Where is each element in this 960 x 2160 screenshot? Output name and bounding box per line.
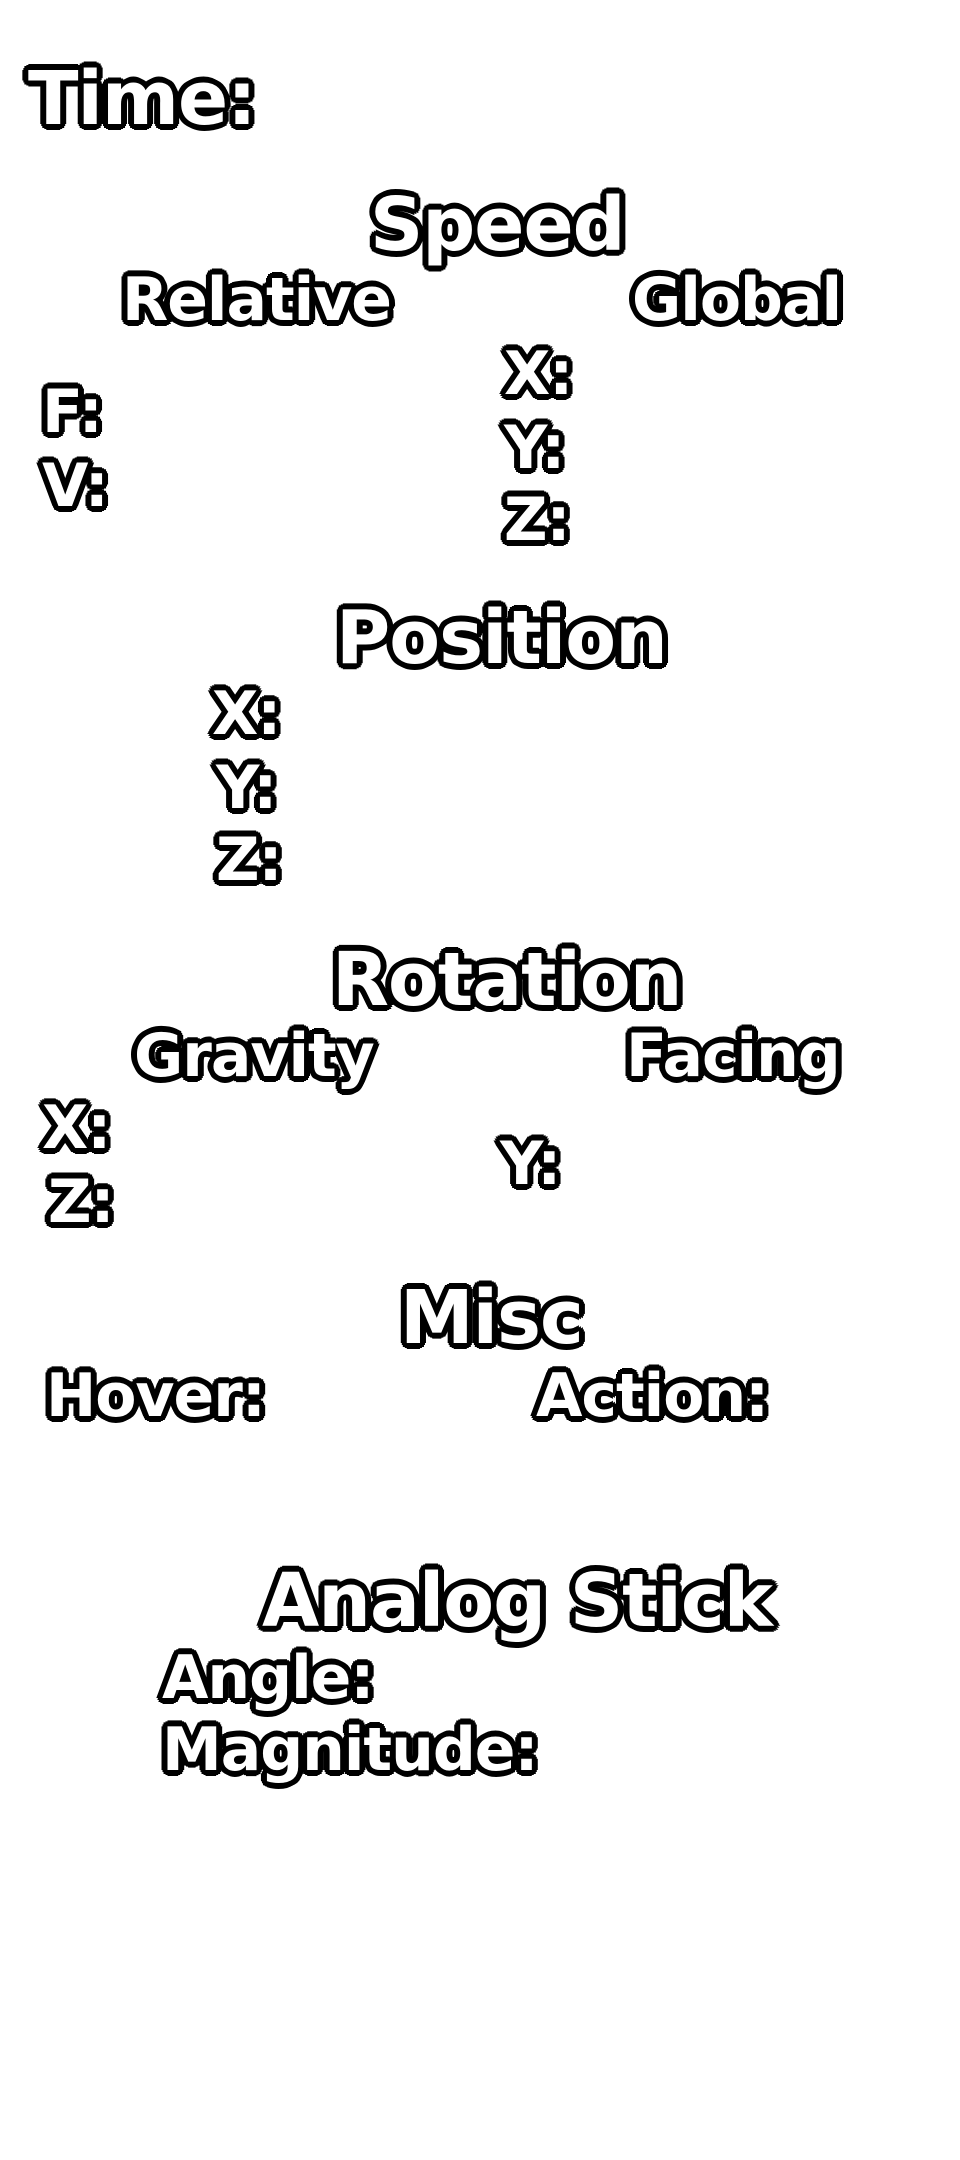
time-label: Time: [28, 56, 257, 142]
rotation-facing-y-label: Y: [500, 1129, 561, 1199]
speed-relative-heading: Relative [122, 265, 392, 335]
position-z-label: Z: [216, 825, 282, 895]
rotation-heading: Rotation [332, 937, 682, 1023]
analog-stick-heading: Analog Stick [262, 1558, 773, 1644]
position-heading: Position [336, 595, 668, 681]
rotation-facing-heading: Facing [626, 1021, 841, 1091]
misc-action-label: Action: [536, 1361, 769, 1431]
misc-hover-label: Hover: [46, 1361, 266, 1431]
speed-global-x-label: X: [504, 339, 573, 409]
rotation-gravity-heading: Gravity [134, 1021, 375, 1091]
analog-stick-angle-label: Angle: [162, 1643, 374, 1713]
misc-heading: Misc [400, 1275, 584, 1361]
speed-global-y-label: Y: [504, 413, 565, 483]
position-y-label: Y: [216, 753, 277, 823]
speed-global-z-label: Z: [504, 485, 570, 555]
position-x-label: X: [212, 679, 281, 749]
speed-relative-f-label: F: [42, 377, 103, 447]
rotation-gravity-x-label: X: [42, 1093, 111, 1163]
speed-heading: Speed [370, 182, 626, 268]
analog-stick-magnitude-label: Magnitude: [162, 1715, 538, 1785]
speed-global-heading: Global [632, 265, 842, 335]
speed-relative-v-label: V: [42, 451, 109, 521]
rotation-gravity-z-label: Z: [48, 1167, 114, 1237]
